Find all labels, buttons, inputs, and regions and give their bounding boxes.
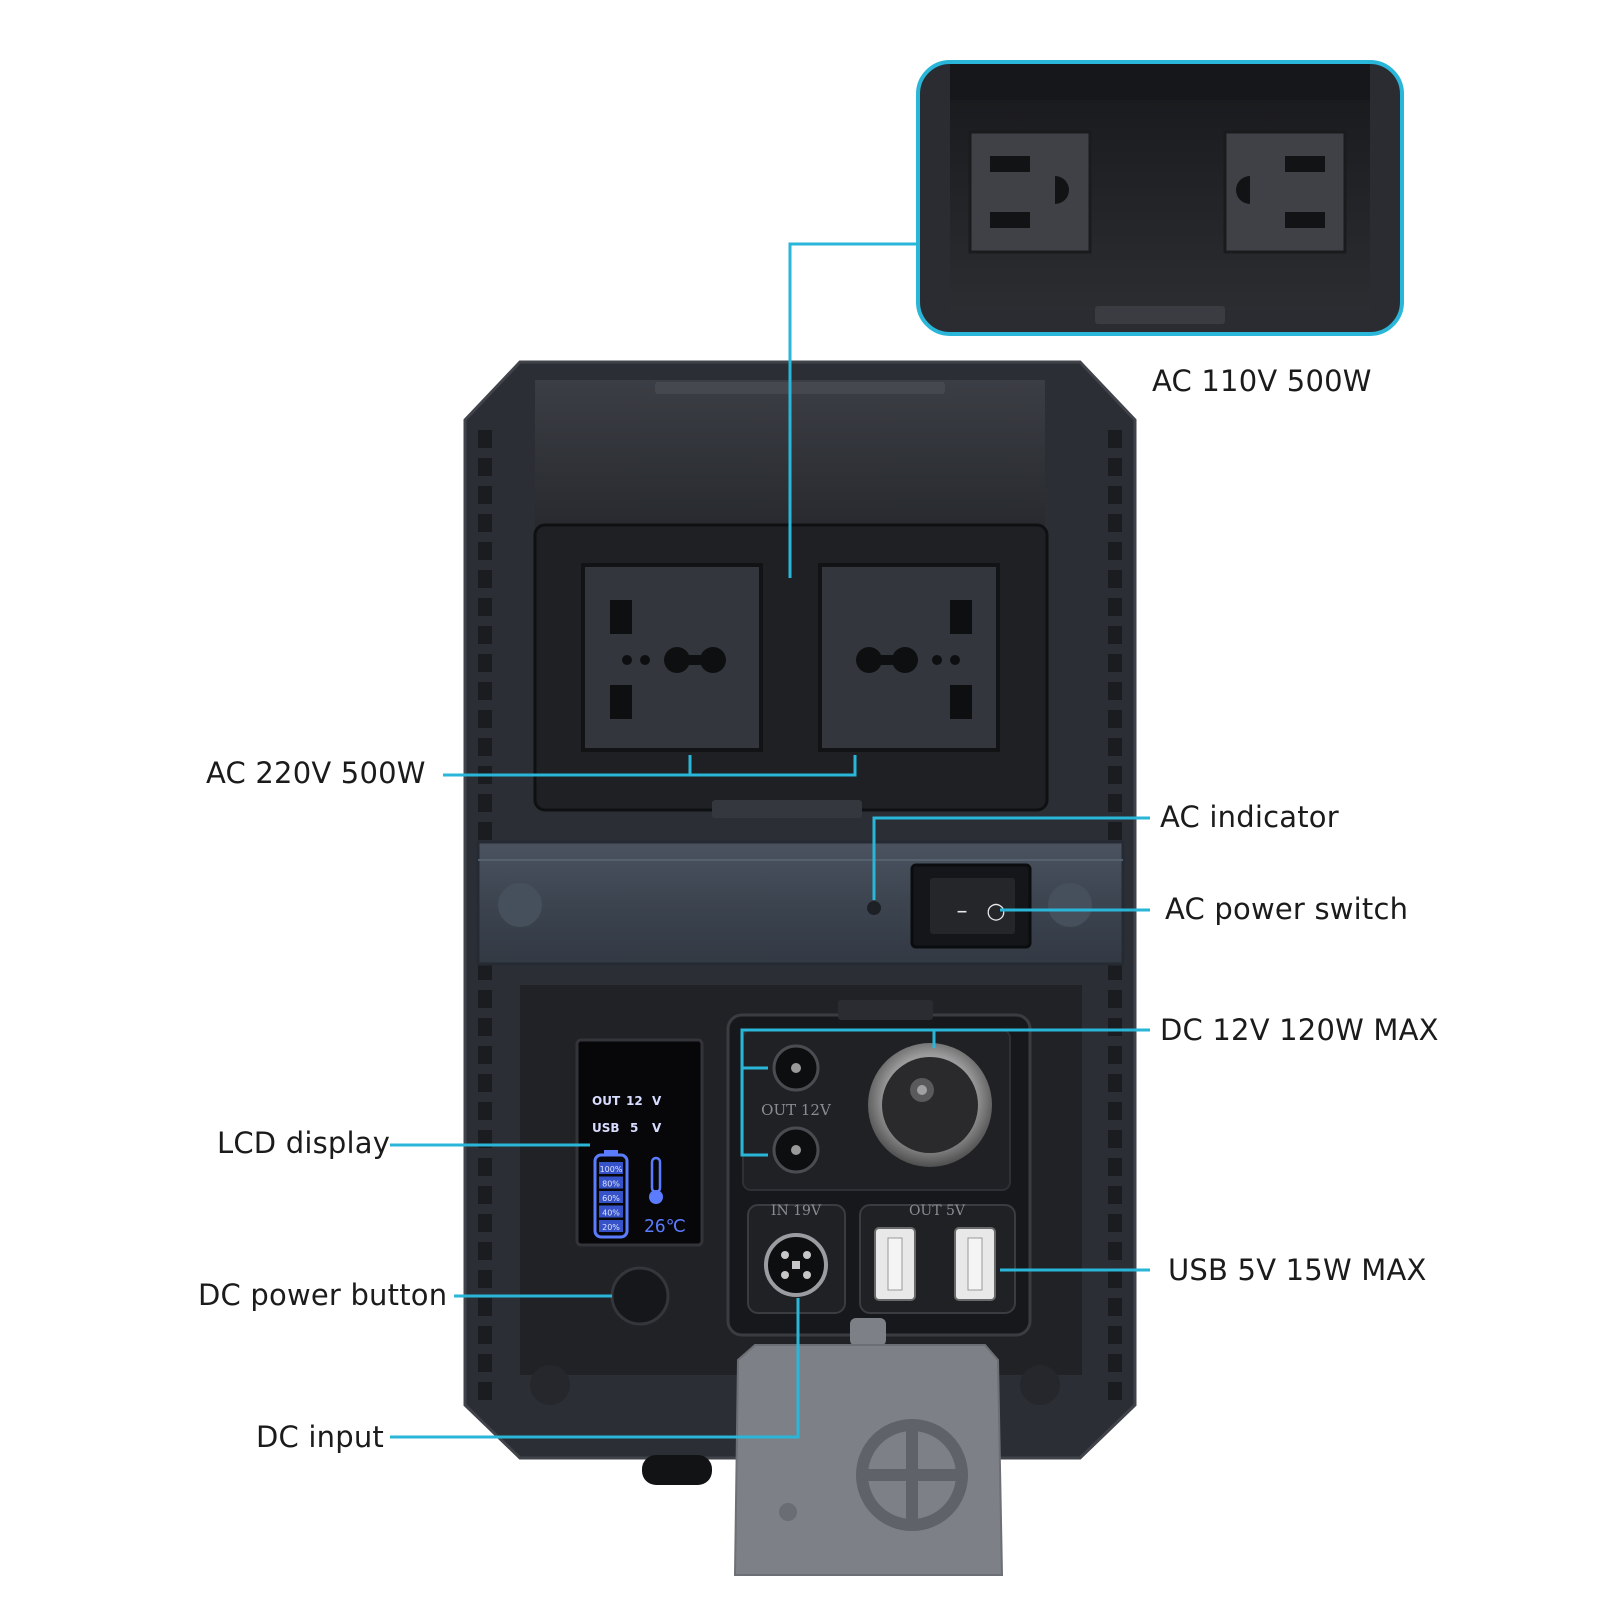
out-12v-marking: OUT 12V <box>761 1101 832 1119</box>
lcd-row2-unit: V <box>652 1121 662 1135</box>
label-usb: USB 5V 15W MAX <box>1168 1253 1427 1287</box>
battery-segment <box>599 1176 623 1189</box>
lcd-row1-label: OUT <box>592 1094 621 1108</box>
battery-level-label: 80% <box>602 1180 620 1189</box>
lcd-row1-unit: V <box>652 1094 662 1108</box>
lcd-row2-value: 5 <box>630 1121 638 1135</box>
switch-off-symbol: – <box>957 899 968 924</box>
out-5v-marking: OUT 5V <box>909 1203 966 1219</box>
switch-on-symbol: ○ <box>986 899 1005 924</box>
lcd-row1-value: 12 <box>626 1094 643 1108</box>
in-19v-marking: IN 19V <box>771 1203 822 1219</box>
label-dc-12v: DC 12V 120W MAX <box>1160 1013 1439 1047</box>
dc-jack-icon[interactable] <box>772 1126 820 1174</box>
dc-input-port[interactable] <box>764 1233 828 1297</box>
label-dc-input: DC input <box>256 1420 384 1454</box>
dc-jack-icon[interactable] <box>772 1044 820 1092</box>
outlet-icon <box>1223 130 1347 254</box>
thermometer-icon <box>649 1156 663 1204</box>
rubber-flap[interactable] <box>733 1318 1004 1576</box>
battery-icon: 100% 80% 60% 40% 20% <box>593 1150 629 1239</box>
lcd-display: OUT 12 V USB 5 V 100% 80% 60% 40% 20% 26℃ <box>575 1038 704 1247</box>
battery-segment <box>599 1205 623 1218</box>
battery-segment <box>599 1162 623 1174</box>
battery-level-label: 100% <box>600 1165 623 1174</box>
battery-segment <box>599 1191 623 1203</box>
battery-level-label: 40% <box>602 1209 620 1218</box>
label-ac-110v: AC 110V 500W <box>1152 364 1372 398</box>
label-lcd-display: LCD display <box>217 1126 391 1160</box>
cigarette-socket-icon[interactable] <box>868 1043 992 1167</box>
usb-port-icon[interactable] <box>954 1227 996 1301</box>
lcd-row2-label: USB <box>592 1121 620 1135</box>
inset-110v-panel <box>916 60 1404 336</box>
outlet-icon <box>968 130 1092 254</box>
device-housing: – ○ OUT 12 V USB 5 V 100% 80% 60% 40% 20% 26… <box>463 360 1137 1485</box>
battery-segment <box>599 1220 623 1232</box>
outlet-icon <box>818 563 1000 752</box>
outlet-icon <box>581 563 763 752</box>
battery-level-label: 60% <box>602 1194 620 1203</box>
dc-power-button[interactable] <box>610 1266 670 1326</box>
lcd-temperature: 26℃ <box>644 1216 686 1237</box>
label-dc-power-button: DC power button <box>198 1278 448 1312</box>
battery-level-label: 20% <box>602 1223 620 1232</box>
usb-port-icon[interactable] <box>874 1227 916 1301</box>
ac-indicator-led <box>867 901 881 915</box>
callout-lines <box>390 242 1150 1439</box>
label-ac-220v: AC 220V 500W <box>206 756 426 790</box>
label-ac-indicator: AC indicator <box>1160 800 1339 834</box>
rocker-switch-icon[interactable]: – ○ <box>910 863 1032 949</box>
label-ac-power-switch: AC power switch <box>1165 892 1409 926</box>
